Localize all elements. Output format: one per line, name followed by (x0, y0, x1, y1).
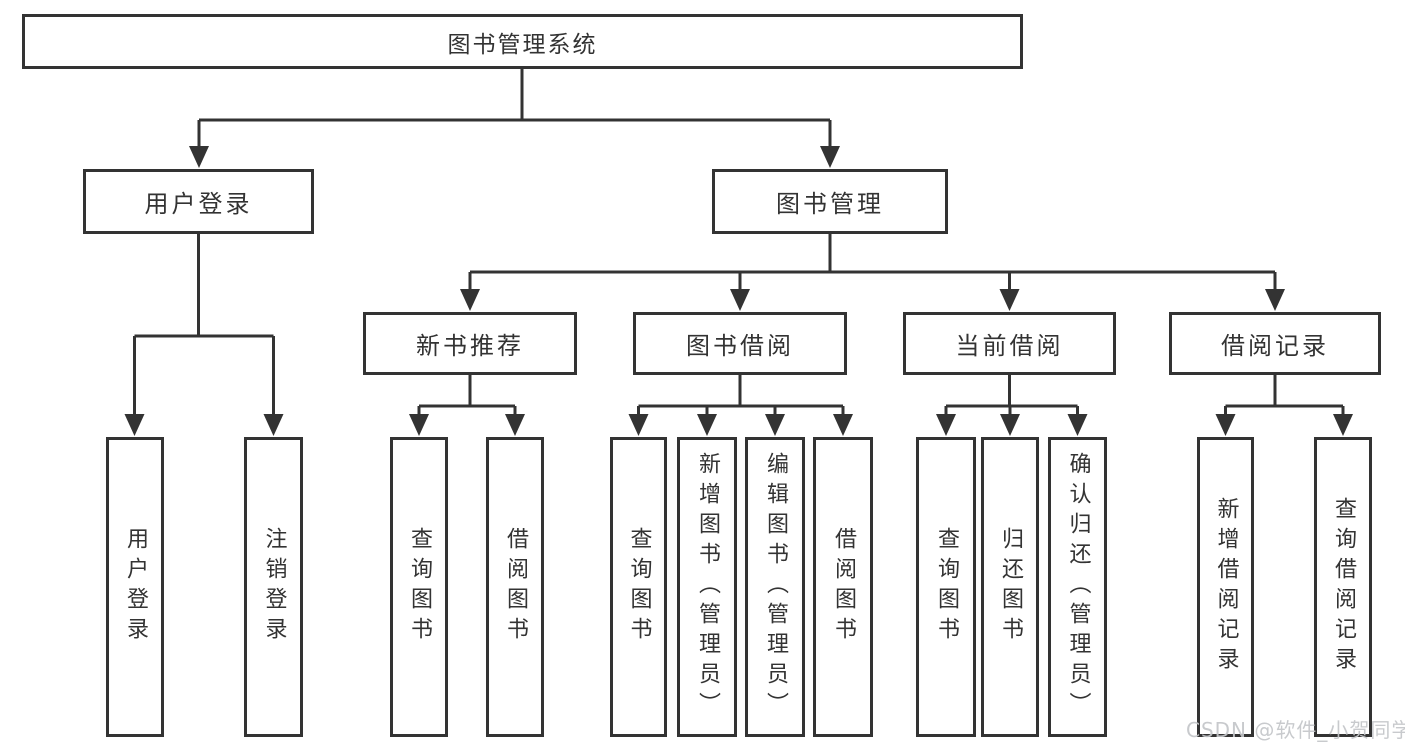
node-user-login: 用户登录 (83, 169, 314, 234)
leaf-newbook-query-books: 查询图书 (390, 437, 448, 737)
leaf-borrowing-query-books: 查询图书 (610, 437, 667, 737)
csdn-watermark: CSDN @软件_小贺同学 (1186, 718, 1405, 742)
leaf-user-login: 用户登录 (106, 437, 164, 737)
node-borrowing-records: 借阅记录 (1169, 312, 1381, 375)
leaf-newbook-borrow-books: 借阅图书 (486, 437, 544, 737)
leaf-borrowing-add-books-admin: 新增图书（管理员） (677, 437, 737, 737)
leaf-records-add-borrow-record: 新增借阅记录 (1197, 437, 1254, 737)
leaf-current-query-books: 查询图书 (916, 437, 976, 737)
leaf-borrowing-edit-books-admin: 编辑图书（管理员） (745, 437, 805, 737)
node-book-borrowing: 图书借阅 (633, 312, 847, 375)
node-book-management: 图书管理 (712, 169, 948, 234)
leaf-logout: 注销登录 (244, 437, 303, 737)
node-library-management-system: 图书管理系统 (22, 14, 1023, 69)
leaf-records-query-borrow-record: 查询借阅记录 (1314, 437, 1372, 737)
node-current-borrowing: 当前借阅 (903, 312, 1116, 375)
leaf-borrowing-borrow-books: 借阅图书 (813, 437, 873, 737)
leaf-current-return-books: 归还图书 (981, 437, 1039, 737)
node-new-book-recommendation: 新书推荐 (363, 312, 577, 375)
leaf-current-confirm-return-admin: 确认归还（管理员） (1048, 437, 1107, 737)
arrowheads (124, 146, 1353, 436)
